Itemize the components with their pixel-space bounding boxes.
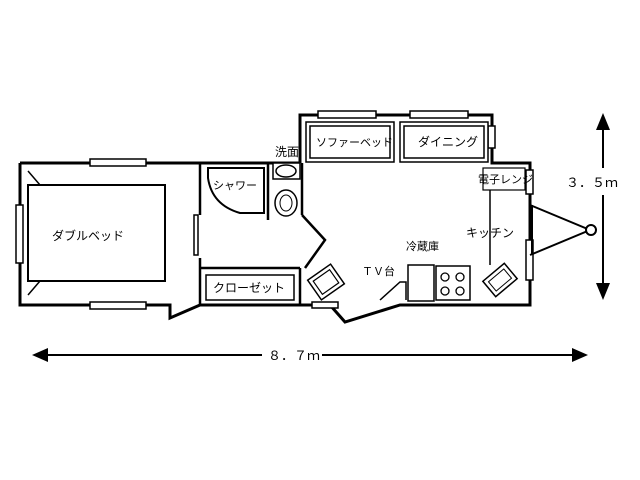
sofa-bed: ソファーベッド: [305, 121, 395, 163]
sink-icon: [481, 262, 519, 298]
armchair-icon: [306, 263, 346, 301]
outer-walls: [18, 113, 532, 324]
width-label: ３．５ｍ: [566, 176, 618, 191]
width-dimension: ３．５ｍ: [566, 113, 618, 300]
toilet-icon: [274, 189, 298, 217]
dining: ダイニング: [399, 121, 489, 163]
fridge: 冷蔵庫: [406, 239, 439, 302]
sofa-bed-label: ソファーベッド: [316, 136, 393, 149]
shower: シャワー: [207, 167, 265, 214]
windows: [15, 110, 534, 310]
kitchen: 電子レンジ キッチン: [435, 167, 533, 301]
length-dimension: ８．７ｍ: [32, 348, 588, 364]
dining-label: ダイニング: [418, 134, 478, 149]
tv-stand: ＴＶ台: [362, 264, 407, 301]
microwave-label: 電子レンジ: [478, 173, 533, 186]
shower-label: シャワー: [213, 179, 257, 192]
inner-walls: [198, 163, 327, 305]
double-bed: ダブルベッド: [27, 170, 166, 296]
double-bed-label: ダブルベッド: [52, 228, 124, 243]
fridge-label: 冷蔵庫: [406, 239, 439, 253]
tv-stand-label: ＴＶ台: [362, 264, 395, 278]
stove-icon: [435, 265, 471, 301]
trailer-hitch: [529, 204, 597, 256]
wash-area: 洗面: [272, 145, 301, 217]
wash-label: 洗面: [275, 145, 299, 159]
closet-label: クローゼット: [213, 281, 285, 295]
length-label: ８．７ｍ: [268, 349, 320, 364]
closet: クローゼット: [205, 274, 295, 301]
kitchen-label: キッチン: [466, 226, 514, 240]
